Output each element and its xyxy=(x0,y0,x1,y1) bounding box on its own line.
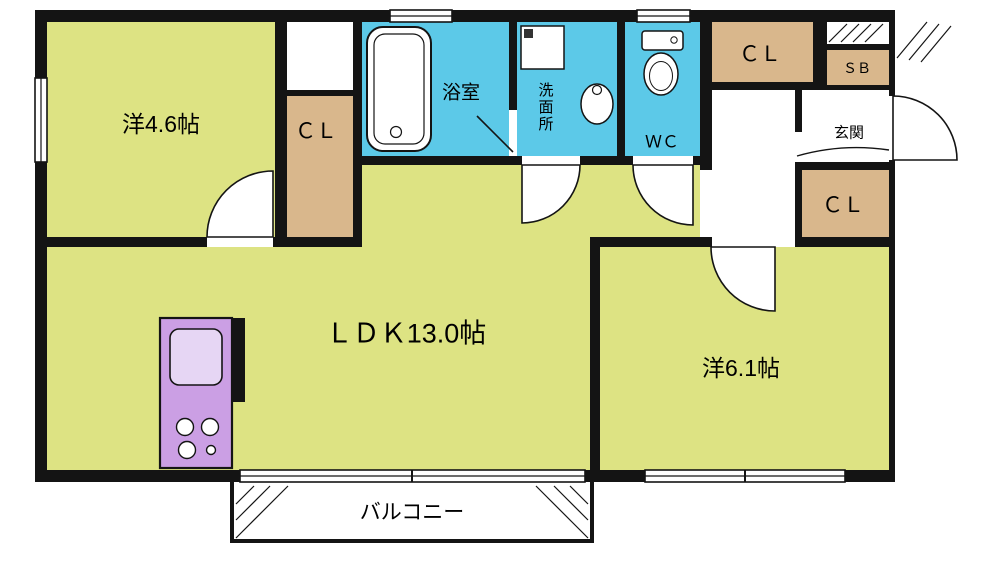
closet-left-upper-area xyxy=(287,22,353,90)
closet-left-label: ＣＬ xyxy=(295,120,337,143)
bedroom-61-label: 洋6.1帖 xyxy=(702,355,780,381)
window-bedroom61-bottom xyxy=(644,469,846,483)
door-arc-washroom xyxy=(521,164,581,224)
room-ldk xyxy=(47,247,590,470)
stove-burners-icon xyxy=(175,417,220,460)
shoe-box xyxy=(827,50,889,85)
door-arc-bedroom46 xyxy=(206,170,274,238)
room-entrance xyxy=(795,90,889,162)
closet-bedroom61 xyxy=(802,170,889,237)
kitchen-counter-icon xyxy=(158,316,234,470)
washroom-label: 洗面所 xyxy=(538,81,554,133)
kitchen-sink-icon xyxy=(169,328,223,386)
bathroom-label: 浴室 xyxy=(441,82,481,104)
porch-hatching xyxy=(828,21,952,63)
bathtub-icon xyxy=(366,26,432,152)
ldk-label: ＬＤＫ13.0帖 xyxy=(325,318,487,349)
closet-bedroom61-label: ＣＬ xyxy=(822,194,864,217)
door-arc-front-door xyxy=(892,95,958,161)
wall-stub-entrance xyxy=(795,90,802,132)
closet-hall xyxy=(712,22,813,82)
washing-machine-icon xyxy=(520,25,565,70)
bedroom-46-label: 洋4.6帖 xyxy=(122,111,200,137)
balcony-label: バルコニー xyxy=(359,501,465,524)
window-bedroom46-left xyxy=(34,77,48,163)
shoe-box-label: ＳＢ xyxy=(843,60,871,76)
washbasin-icon xyxy=(580,83,614,125)
window-ldk-balcony xyxy=(239,469,586,483)
entrance-label: 玄関 xyxy=(833,124,865,142)
closet-hall-label: ＣＬ xyxy=(739,43,781,66)
entrance-step-line xyxy=(796,146,890,157)
door-leaf-bathroom xyxy=(476,115,514,153)
door-arc-wc xyxy=(632,164,694,226)
balcony-outline xyxy=(230,482,594,543)
closet-left xyxy=(287,96,353,237)
wall-stub-kitchen xyxy=(232,318,245,402)
wc-label: ＷＣ xyxy=(645,132,679,152)
toilet-icon xyxy=(641,30,684,96)
door-openings xyxy=(207,96,895,247)
window-bathroom-top xyxy=(389,9,453,23)
door-arc-bedroom61 xyxy=(710,246,776,312)
entrance-recess xyxy=(827,22,889,44)
door-arcs xyxy=(206,95,958,312)
hallway xyxy=(712,90,795,247)
window-wc-top xyxy=(636,9,691,23)
